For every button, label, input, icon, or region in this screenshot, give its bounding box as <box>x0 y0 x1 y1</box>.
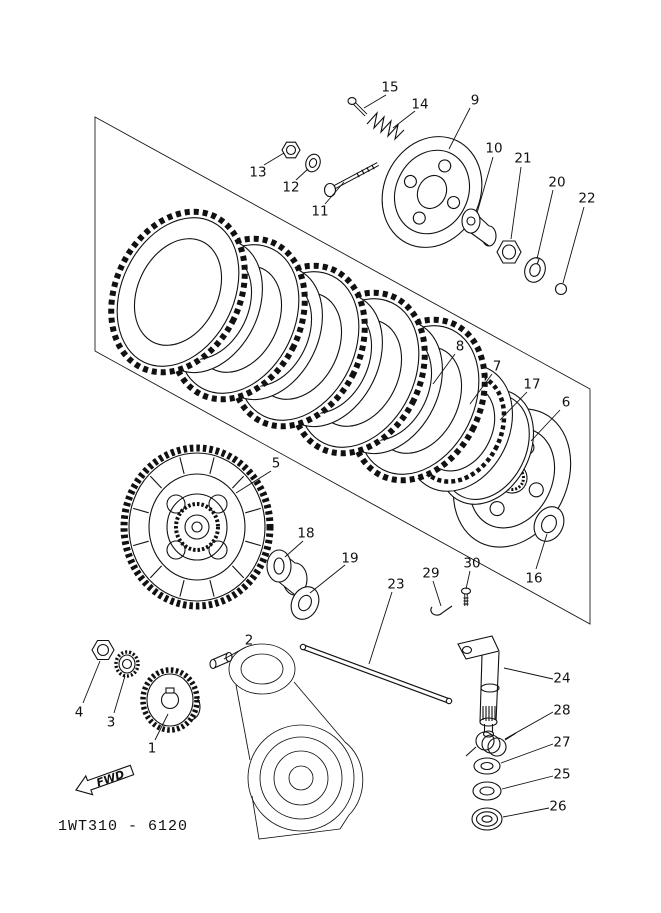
fwd-label: FWD <box>95 768 126 790</box>
callout-leader-30 <box>465 570 471 590</box>
primary-drive-gear <box>140 667 201 733</box>
callout-leader-5 <box>235 470 272 494</box>
callout-leader-8 <box>432 353 456 385</box>
callout-leader-20 <box>536 189 554 260</box>
crankcase-ghost <box>228 643 364 840</box>
callout-number-13: 13 <box>249 165 266 181</box>
callout-number-21: 21 <box>514 151 531 167</box>
callout-leader-15 <box>363 94 387 109</box>
callout-leader-19 <box>309 564 346 594</box>
callout-number-17: 17 <box>523 377 540 393</box>
callout-leader-13 <box>263 152 285 166</box>
retaining-clip <box>430 605 453 616</box>
callout-leader-2 <box>223 646 247 660</box>
callout-leader-23 <box>368 591 393 665</box>
callout-leader-10 <box>476 156 494 214</box>
callout-leader-4 <box>82 660 101 704</box>
clutch-spring <box>366 111 405 141</box>
callout-leader-1 <box>154 713 169 741</box>
callout-number-30: 30 <box>463 556 480 572</box>
callout-number-28: 28 <box>553 703 570 719</box>
callout-number-14: 14 <box>411 97 428 113</box>
diagram-code: 1WT310 - 6120 <box>58 818 188 835</box>
callout-number-12: 12 <box>282 180 299 196</box>
callout-number-15: 15 <box>381 80 398 96</box>
callout-number-16: 16 <box>525 571 542 587</box>
frame-outline <box>94 116 591 625</box>
callout-number-10: 10 <box>485 141 502 157</box>
push-rod <box>299 643 453 705</box>
fwd-arrow: FWD <box>75 764 135 796</box>
plain-washer <box>290 586 320 620</box>
callout-leader-6 <box>530 409 561 442</box>
callout-number-23: 23 <box>387 577 404 593</box>
lock-washer-toothed <box>114 650 140 678</box>
spring-screw <box>347 97 368 117</box>
callout-leader-3 <box>113 675 126 714</box>
callout-number-22: 22 <box>578 191 595 207</box>
bearing <box>471 807 503 831</box>
callout-number-4: 4 <box>75 705 84 721</box>
spring-bolt <box>323 162 379 198</box>
callout-leader-22 <box>562 206 585 284</box>
washer-upper <box>473 757 501 775</box>
callout-leader-9 <box>448 107 471 150</box>
callout-number-26: 26 <box>549 799 566 815</box>
callout-number-9: 9 <box>471 93 480 109</box>
callout-number-2: 2 <box>245 633 254 649</box>
locknut <box>496 240 522 264</box>
washer-lower <box>472 781 502 801</box>
lock-washer <box>524 257 546 283</box>
push-piece <box>461 208 497 247</box>
steel-ball <box>554 282 568 296</box>
callout-leader-26 <box>502 807 550 818</box>
callout-leader-16 <box>535 533 548 570</box>
small-screw <box>460 587 472 606</box>
callout-number-19: 19 <box>341 551 358 567</box>
callout-leader-12 <box>295 168 309 181</box>
callout-number-6: 6 <box>562 395 571 411</box>
callout-number-29: 29 <box>422 566 439 582</box>
callout-number-24: 24 <box>553 671 570 687</box>
key-pin <box>209 651 233 670</box>
callout-leader-18 <box>284 540 304 558</box>
callout-number-27: 27 <box>553 735 570 751</box>
callout-leader-14 <box>392 110 416 129</box>
callout-leader-28 <box>504 711 554 740</box>
callout-leader-11 <box>324 181 345 205</box>
callout-leader-24 <box>503 667 554 680</box>
push-lever <box>457 635 500 738</box>
callout-number-3: 3 <box>107 715 116 731</box>
hex-nut <box>91 639 115 661</box>
callout-number-11: 11 <box>311 204 328 220</box>
callout-number-18: 18 <box>297 526 314 542</box>
callout-number-8: 8 <box>456 339 465 355</box>
callout-number-1: 1 <box>148 741 157 757</box>
callout-layer: 1234567891011121314151617181920212223242… <box>75 80 596 818</box>
callout-leader-25 <box>501 775 554 790</box>
thrust-washer <box>533 506 565 542</box>
nut-small <box>281 141 301 159</box>
callout-number-25: 25 <box>553 767 570 783</box>
pressure-plate <box>381 136 483 248</box>
callout-number-7: 7 <box>493 359 502 375</box>
clutch-plate-stack <box>108 208 488 484</box>
callout-leader-27 <box>500 743 554 764</box>
clutch-basket <box>120 444 274 610</box>
callout-leader-7 <box>469 373 493 405</box>
callout-leader-17 <box>499 391 528 421</box>
callout-number-20: 20 <box>548 175 565 191</box>
torsion-spring <box>465 731 517 757</box>
callout-leader-29 <box>432 580 442 607</box>
callout-number-5: 5 <box>272 456 281 472</box>
washer-small <box>305 153 321 173</box>
callout-leader-21 <box>510 166 522 240</box>
